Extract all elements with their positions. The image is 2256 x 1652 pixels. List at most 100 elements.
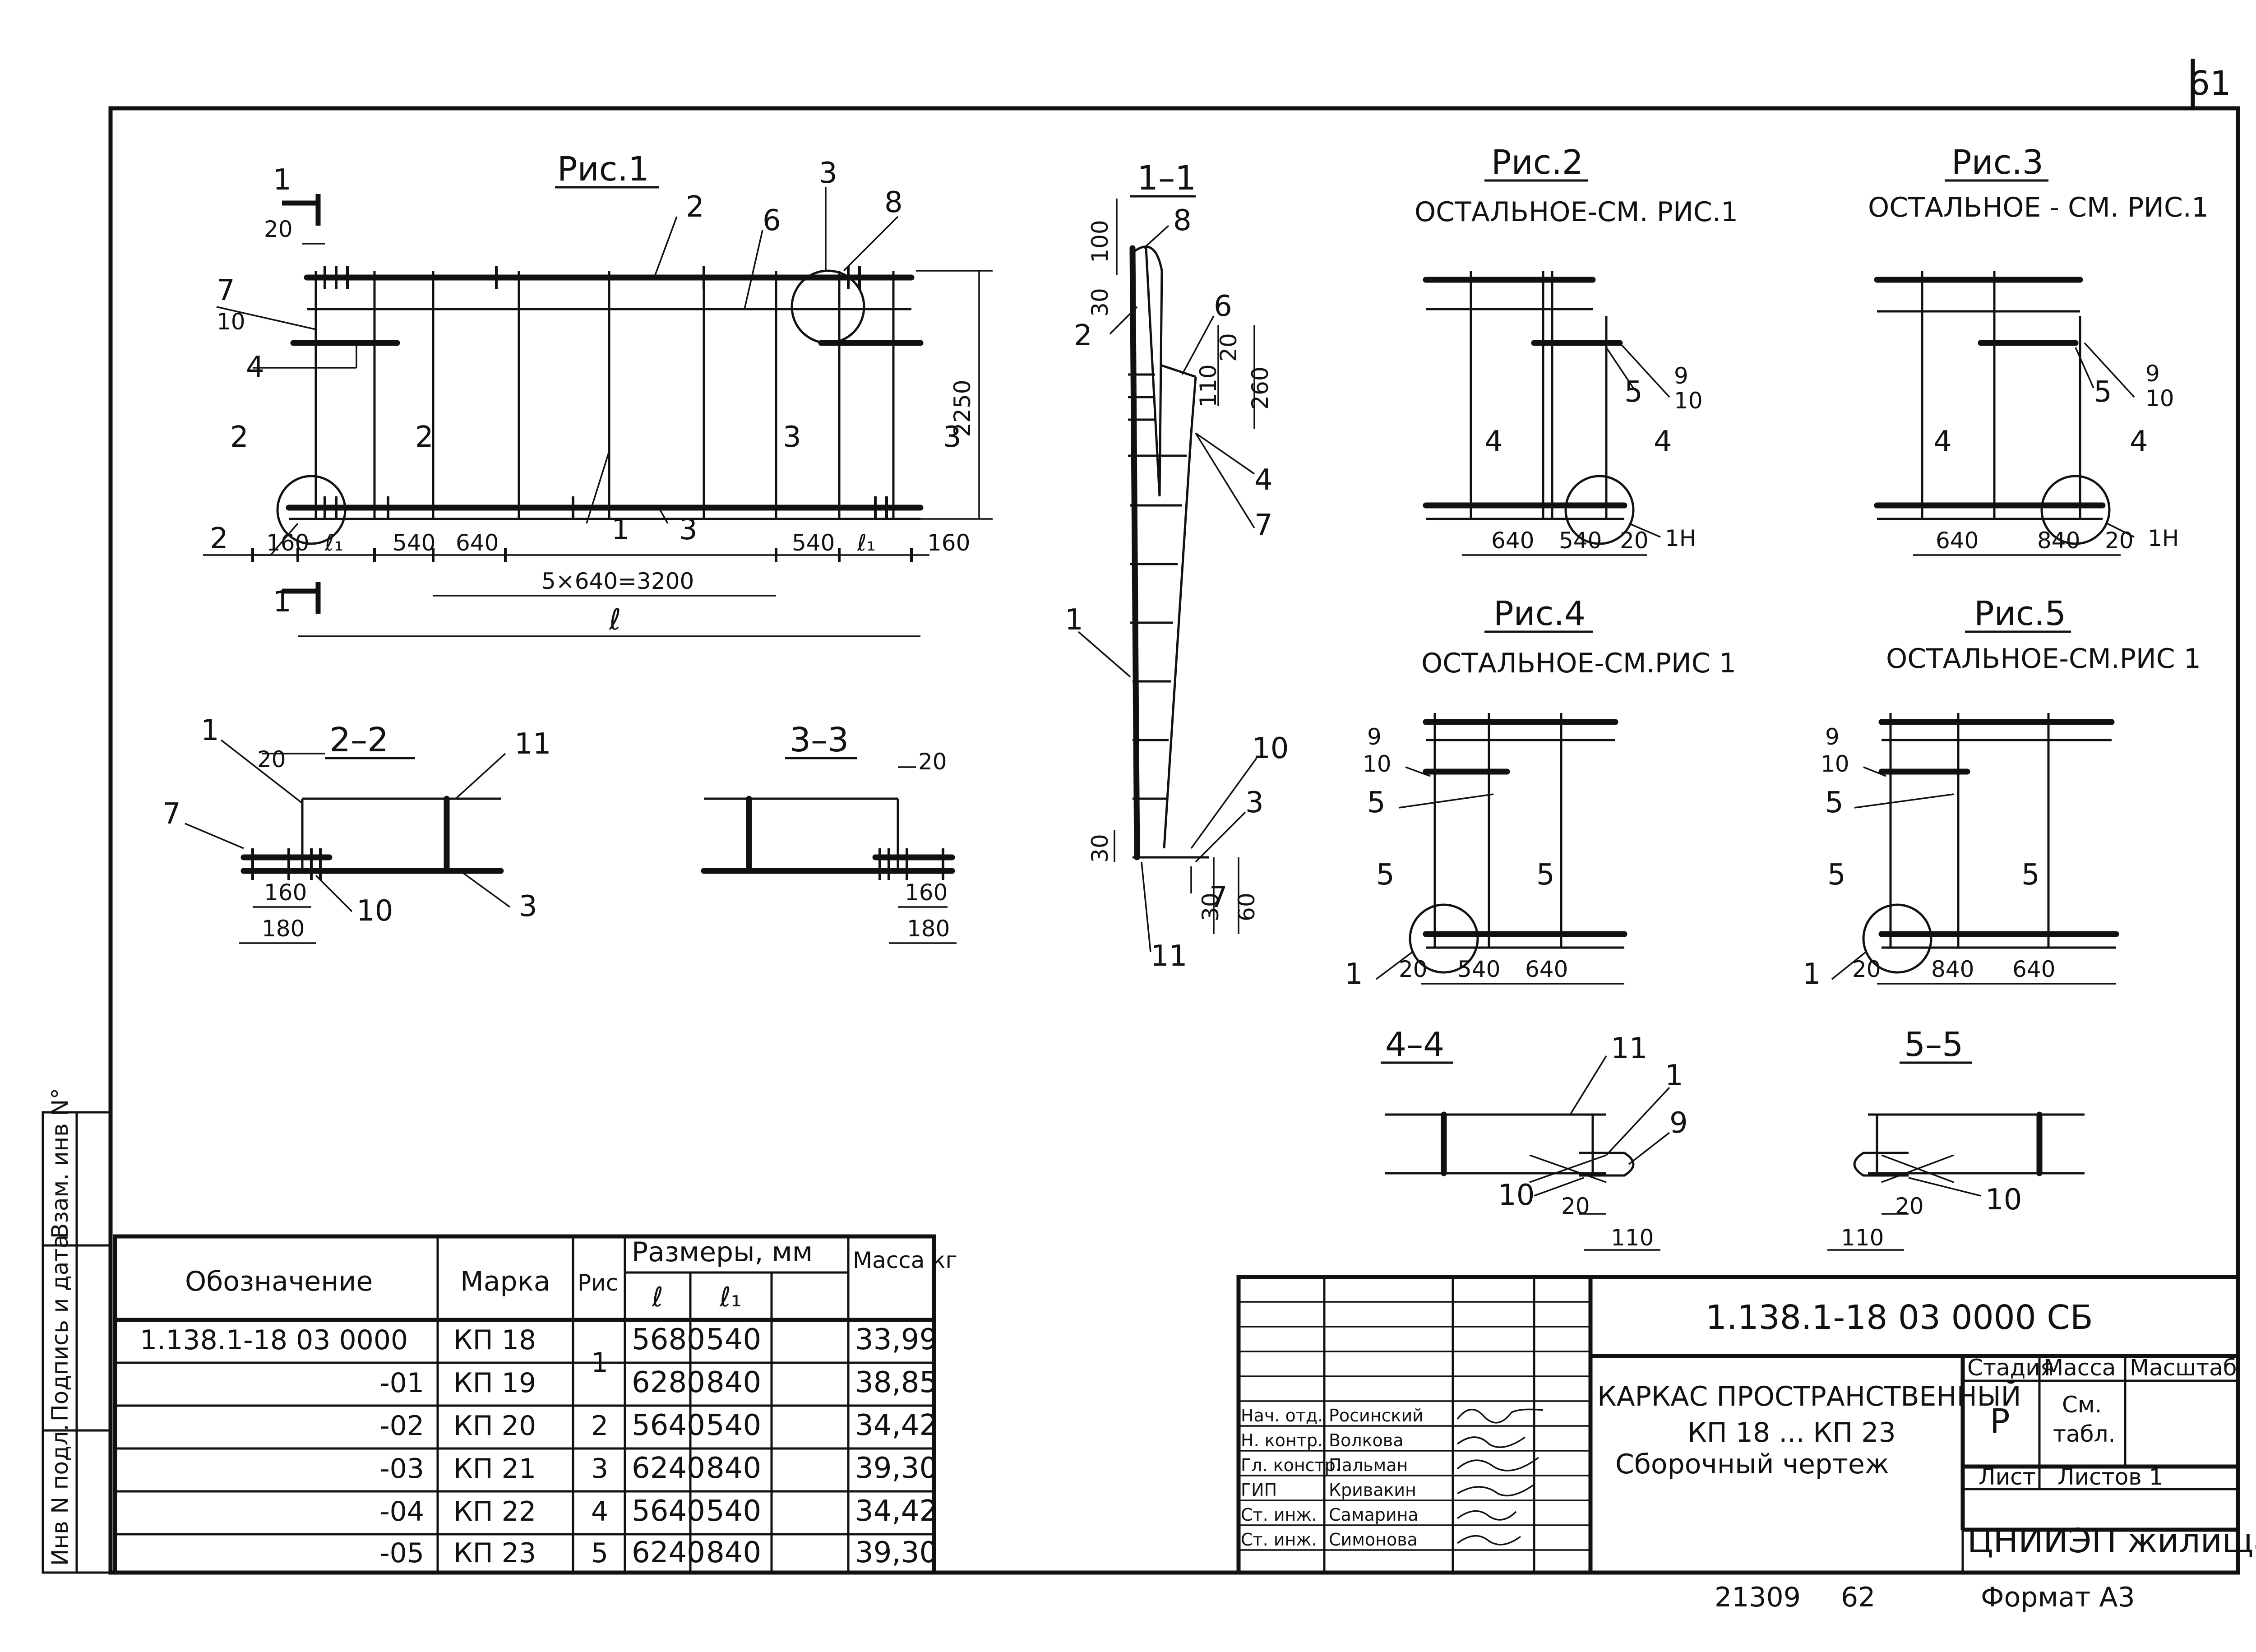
drawing-label: Ст. инж.	[1241, 1530, 1317, 1550]
spec-row: -01 КП 19 6280 840 38,85	[380, 1366, 938, 1399]
drawing-label: КП 20	[453, 1410, 536, 1442]
drawing-label: 840	[1931, 956, 1974, 982]
drawing-label: 2	[415, 421, 434, 454]
drawing-label: 2	[1074, 319, 1092, 352]
drawing-label: 4	[1933, 425, 1952, 458]
drawing-label: 9	[1825, 724, 1840, 750]
drawing-label: -03	[380, 1453, 424, 1485]
fig5: Рис.5 ОСТАЛЬНОЕ-СМ.РИС 1 9 10 5 5 5 1 20…	[1803, 594, 2201, 991]
signatures	[1456, 1408, 1544, 1546]
doc-code: 1.138.1-18 03 0000 СБ	[1706, 1298, 2093, 1337]
drawing-label: 5	[2094, 375, 2112, 409]
footer-format: Формат А3	[1981, 1582, 2135, 1613]
drawing-label: ℓ₁	[857, 530, 876, 556]
sec22: 2–2 1 7 11 10 3 20 160 180	[162, 714, 551, 944]
footer-mid: 62	[1841, 1582, 1875, 1613]
drawing-label: 100	[1087, 220, 1113, 263]
drawing-label: 2	[230, 421, 249, 454]
drawing-label: Кривакин	[1329, 1480, 1416, 1500]
side-strip-inv: Инв N подл.	[47, 1424, 73, 1566]
drawing-label: 5680	[632, 1323, 705, 1356]
drawing-label: 540	[706, 1323, 761, 1356]
drawing-label: 4	[1484, 425, 1503, 458]
drawing-label: 5	[2021, 858, 2040, 892]
drawing-label: 540	[1559, 528, 1602, 554]
drawing-label: -01	[380, 1367, 424, 1399]
drawing-label: 3	[943, 421, 962, 454]
sec11: 1–1 8 2 6 4 7	[1065, 159, 1289, 973]
drawing-label: Масса кг	[853, 1247, 957, 1273]
drawing-label: 20	[257, 746, 286, 773]
drawing-label: 540	[706, 1409, 761, 1442]
drawing-label: Р	[1990, 1402, 2010, 1441]
drawing-label: 38,85	[855, 1366, 938, 1399]
drawing-label: 10	[1821, 751, 1849, 777]
drawing-label: Гл. констр.	[1241, 1455, 1341, 1475]
drawing-label: КП 18	[453, 1324, 536, 1356]
drawing-label: 110	[1195, 364, 1221, 407]
drawing-label: 6	[763, 204, 781, 237]
drawing-label: Волкова	[1329, 1430, 1404, 1450]
drawing-label: 4	[1254, 463, 1273, 497]
fig3-title: Рис.3	[1951, 143, 2043, 182]
drawing-label: 8	[1173, 204, 1192, 237]
fig5-subtitle: ОСТАЛЬНОЕ-СМ.РИС 1	[1886, 643, 2201, 675]
drawing-label: Рис	[578, 1270, 618, 1296]
drawing-label: 34,42	[855, 1409, 938, 1442]
drawing-label: 540	[1457, 956, 1500, 982]
drawing-label: 1Н	[1665, 525, 1696, 551]
drawing-label: ℓ₁	[719, 1282, 742, 1313]
sheet-frame	[108, 106, 2240, 1575]
doc-name-line1: КАРКАС ПРОСТРАНСТВЕННЫЙ	[1597, 1380, 2021, 1412]
drawing-label: 20	[1895, 1193, 1924, 1219]
drawing-label: 10	[2145, 385, 2174, 412]
fig1-dim-20: 20	[264, 216, 293, 242]
drawing-label: 2	[210, 522, 228, 555]
drawing-label: 3	[591, 1453, 608, 1485]
spec-row: -04 КП 22 4 5640 540 34,42	[380, 1495, 938, 1528]
spec-row: 1.138.1-18 03 0000 КП 18 1 5680 540 33,9…	[140, 1323, 938, 1379]
fig2-title: Рис.2	[1491, 143, 1583, 182]
drawing-label: Марка	[460, 1266, 550, 1297]
fig2-subtitle: ОСТАЛЬНОЕ-СМ. РИС.1	[1415, 196, 1738, 228]
sec44-title: 4–4	[1385, 1025, 1444, 1064]
drawing-label: 9	[1367, 724, 1382, 750]
fig5-title: Рис.5	[1974, 594, 2066, 633]
drawing-label: Симонова	[1329, 1530, 1418, 1550]
drawing-label: 20	[1852, 956, 1881, 982]
drawing-label: 3	[519, 890, 537, 923]
drawing-label: 1	[611, 513, 630, 546]
drawing-label: 1	[273, 585, 291, 619]
drawing-label: ℓ	[609, 603, 621, 637]
drawing-label: 840	[706, 1452, 761, 1485]
drawing-label: 1	[1345, 958, 1363, 991]
doc-name-line3: Сборочный чертеж	[1615, 1448, 1889, 1480]
drawing-label: 10	[1252, 732, 1289, 765]
drawing-label: 1	[273, 163, 291, 197]
drawing-label: 39,30	[855, 1536, 938, 1569]
drawing-label: Самарина	[1329, 1505, 1419, 1525]
drawing-label: 3	[783, 421, 801, 454]
sec55: 5–5 10 20 110	[1827, 1025, 2085, 1251]
drawing-label: 5	[1376, 858, 1395, 892]
spec-row: -05 КП 23 5 6240 840 39,30	[380, 1536, 938, 1569]
drawing-label: Лист	[1979, 1464, 2036, 1490]
drawing-label: 10	[1363, 751, 1392, 777]
drawing-label: 7	[1254, 509, 1273, 542]
drawing-label: 5	[1827, 858, 1846, 892]
drawing-label: 11	[1611, 1032, 1647, 1065]
sec22-title: 2–2	[329, 721, 388, 759]
drawing-label: 640	[1936, 528, 1979, 554]
sec44: 4–4 11 1 9 10 20 110	[1381, 1025, 1688, 1251]
drawing-label: Росинский	[1329, 1406, 1424, 1425]
drawing-label: ГИП	[1241, 1480, 1277, 1500]
drawing-label: 11	[1151, 939, 1187, 973]
drawing-label: 10	[356, 894, 393, 928]
drawing-label: табл.	[2053, 1421, 2115, 1447]
drawing-label: -04	[380, 1496, 424, 1527]
drawing-label: 5×640=3200	[541, 568, 694, 594]
side-strip: Инв N подл. Подпись и дата Взам. инв N°	[42, 1088, 112, 1574]
drawing-label: 3	[1245, 786, 1264, 819]
drawing-label: 10	[1498, 1179, 1535, 1212]
